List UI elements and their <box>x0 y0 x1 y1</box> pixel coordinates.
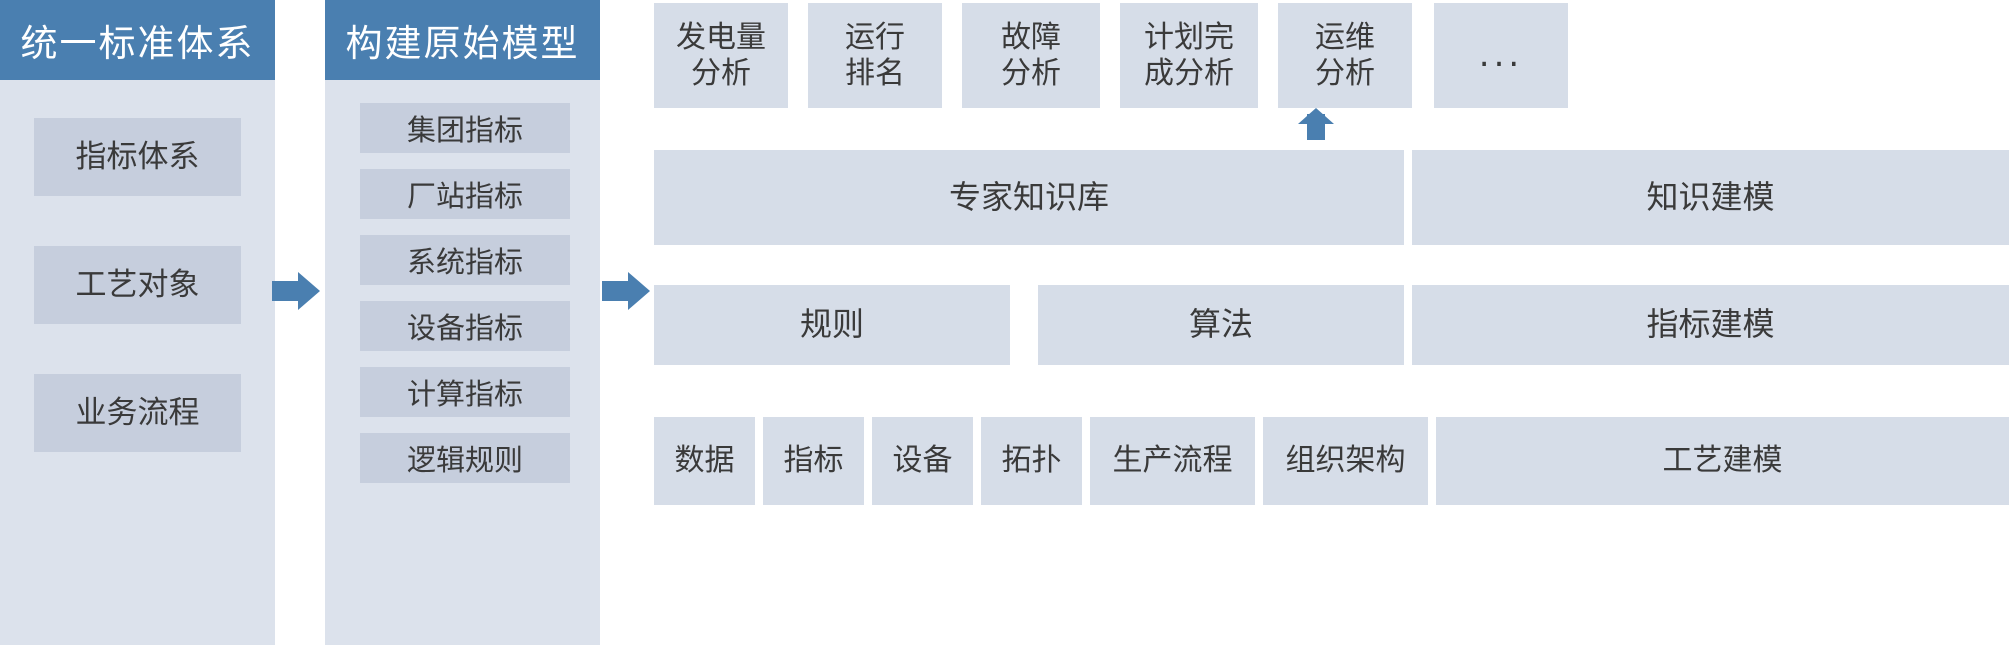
indicator-modeling-card[interactable]: 指标建模 <box>1412 285 2009 365</box>
foundation-card-label: 工艺建模 <box>1662 443 1783 479</box>
standard-system-header: 统一标准体系 <box>0 0 275 80</box>
knowledge-modeling-card[interactable]: 知识建模 <box>1412 150 2009 245</box>
standard-system-panel: 统一标准体系 指标体系 工艺对象 业务流程 <box>0 0 275 645</box>
analysis-card-line2: 分析 <box>1315 55 1375 91</box>
model-card-4[interactable]: 计算指标 <box>360 367 570 417</box>
analysis-card-4[interactable]: 运维 分析 <box>1278 3 1412 108</box>
foundation-card-label: 指标 <box>783 443 844 479</box>
analysis-card-line1: 运维 <box>1315 20 1375 56</box>
foundation-card-label: 生产流程 <box>1112 443 1233 479</box>
analysis-card-line1: 计划完 <box>1144 20 1234 56</box>
analysis-card-line2: 分析 <box>691 55 751 91</box>
foundation-card-2[interactable]: 设备 <box>872 417 973 505</box>
model-card-label: 系统指标 <box>406 245 523 279</box>
standard-card-2[interactable]: 业务流程 <box>34 374 241 452</box>
foundation-card-3[interactable]: 拓扑 <box>981 417 1082 505</box>
model-card-label: 计算指标 <box>406 377 523 411</box>
arrow-shaft <box>602 281 634 301</box>
model-card-2[interactable]: 系统指标 <box>360 235 570 285</box>
foundation-card-label: 数据 <box>674 443 735 479</box>
arrow-head <box>1298 108 1334 124</box>
model-card-label: 设备指标 <box>406 311 523 345</box>
analysis-card-label: ... <box>1478 35 1524 76</box>
foundation-card-4[interactable]: 生产流程 <box>1090 417 1255 505</box>
arrow-model-to-engine-icon <box>602 272 657 310</box>
model-card-1[interactable]: 厂站指标 <box>360 169 570 219</box>
analysis-card-2[interactable]: 故障 分析 <box>962 3 1100 108</box>
analysis-card-line2: 排名 <box>845 55 905 91</box>
foundation-card-1[interactable]: 指标 <box>763 417 864 505</box>
analysis-card-line2: 分析 <box>1001 55 1061 91</box>
algorithm-card[interactable]: 算法 <box>1038 285 1404 365</box>
arrow-shaft <box>272 281 304 301</box>
original-model-header: 构建原始模型 <box>325 0 600 80</box>
analysis-card-0[interactable]: 发电量 分析 <box>654 3 788 108</box>
expert-knowledge-base-label: 专家知识库 <box>948 177 1109 216</box>
foundation-card-5[interactable]: 组织架构 <box>1263 417 1428 505</box>
standard-card-0[interactable]: 指标体系 <box>34 118 241 196</box>
analysis-card-line1: 运行 <box>845 20 905 56</box>
standard-card-label: 工艺对象 <box>75 266 200 303</box>
rules-label: 规则 <box>799 305 864 344</box>
expert-knowledge-base-card[interactable]: 专家知识库 <box>654 150 1404 245</box>
model-card-label: 厂站指标 <box>406 179 523 213</box>
analysis-card-more[interactable]: ... <box>1434 3 1568 108</box>
foundation-card-0[interactable]: 数据 <box>654 417 755 505</box>
rules-card[interactable]: 规则 <box>654 285 1010 365</box>
standard-card-1[interactable]: 工艺对象 <box>34 246 241 324</box>
arrow-knowledge-to-fault-icon <box>1298 108 1334 150</box>
arrow-head <box>298 272 320 310</box>
model-card-3[interactable]: 设备指标 <box>360 301 570 351</box>
model-card-0[interactable]: 集团指标 <box>360 103 570 153</box>
analysis-card-line1: 故障 <box>1001 20 1061 56</box>
foundation-card-label: 设备 <box>892 443 953 479</box>
arrow-standard-to-model-icon <box>272 272 327 310</box>
foundation-card-label: 拓扑 <box>1001 443 1062 479</box>
foundation-card-label: 组织架构 <box>1285 443 1406 479</box>
standard-card-label: 指标体系 <box>75 138 200 175</box>
knowledge-modeling-label: 知识建模 <box>1646 177 1775 216</box>
standard-card-label: 业务流程 <box>75 394 200 431</box>
analysis-card-3[interactable]: 计划完 成分析 <box>1120 3 1258 108</box>
foundation-card-6[interactable]: 工艺建模 <box>1436 417 2009 505</box>
model-card-label: 集团指标 <box>406 113 523 147</box>
model-card-label: 逻辑规则 <box>406 443 523 477</box>
original-model-panel: 构建原始模型 集团指标 厂站指标 系统指标 设备指标 计算指标 逻辑规则 <box>325 0 600 645</box>
analysis-card-1[interactable]: 运行 排名 <box>808 3 942 108</box>
arrow-head <box>628 272 650 310</box>
analysis-card-line2: 成分析 <box>1144 55 1234 91</box>
analysis-card-line1: 发电量 <box>676 20 766 56</box>
algorithm-label: 算法 <box>1188 305 1253 344</box>
model-card-5[interactable]: 逻辑规则 <box>360 433 570 483</box>
indicator-modeling-label: 指标建模 <box>1646 305 1775 344</box>
